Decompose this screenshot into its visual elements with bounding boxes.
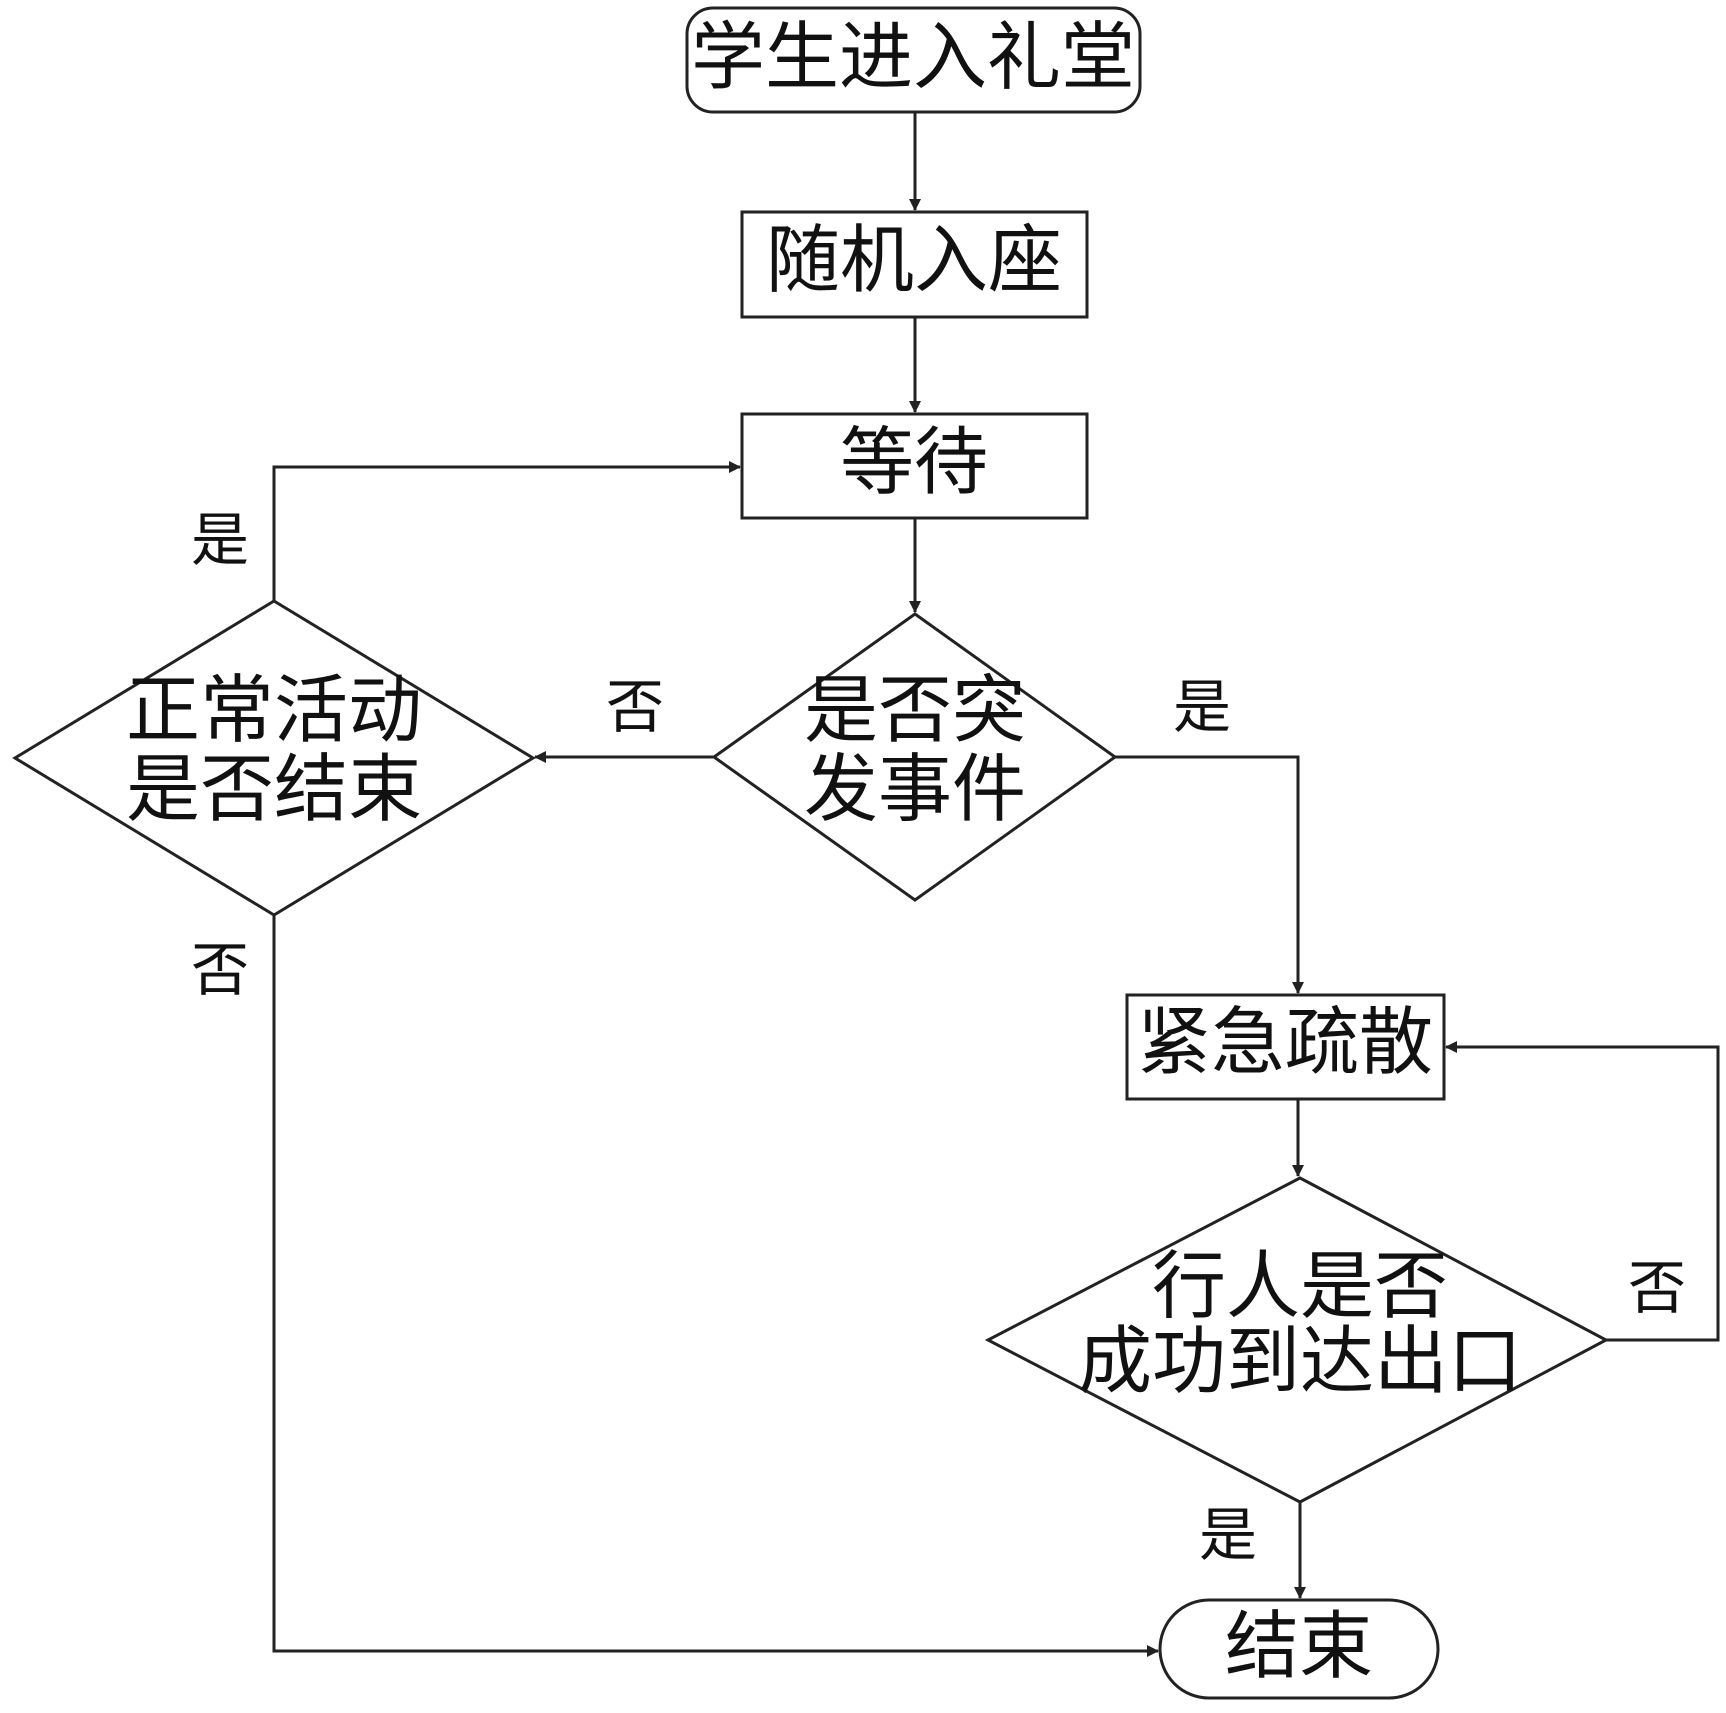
exit-yes-label: 是 [1199,1501,1257,1569]
start-terminal-label: 学生进入礼堂 [691,14,1135,100]
waiting-label: 等待 [840,419,988,505]
edge-activity-no [272,915,1159,1657]
emergency-yes-label: 是 [1173,673,1231,741]
exit-reached-line-1: 行人是否 [1152,1243,1448,1329]
activity-no-label: 否 [191,936,249,1004]
activity-ended-line-1: 正常活动 [126,667,422,753]
exit-no-label: 否 [1628,1254,1686,1322]
edge-activity-yes [272,461,741,601]
random-seating-box [740,210,1089,319]
evacuation-label: 紧急疏散 [1137,999,1433,1085]
end-terminal-label: 结束 [1225,1603,1373,1689]
emergency-decision-line-1: 是否突 [804,667,1026,753]
random-seating-label: 随机入座 [766,217,1062,303]
emergency-no-label: 否 [606,673,664,741]
edge-exit-no [1445,1041,1720,1342]
emergency-decision-line-2: 发事件 [804,746,1026,832]
waiting-box [740,412,1089,520]
activity-ended-line-2: 是否结束 [126,746,422,832]
activity-yes-label: 是 [191,506,249,574]
end-terminal [1158,1598,1440,1700]
emergency-decision [711,612,1118,902]
evacuation-box [1125,993,1446,1101]
exit-reached-line-2: 成功到达出口 [1078,1318,1522,1404]
edge-emergency-yes [1115,755,1304,994]
